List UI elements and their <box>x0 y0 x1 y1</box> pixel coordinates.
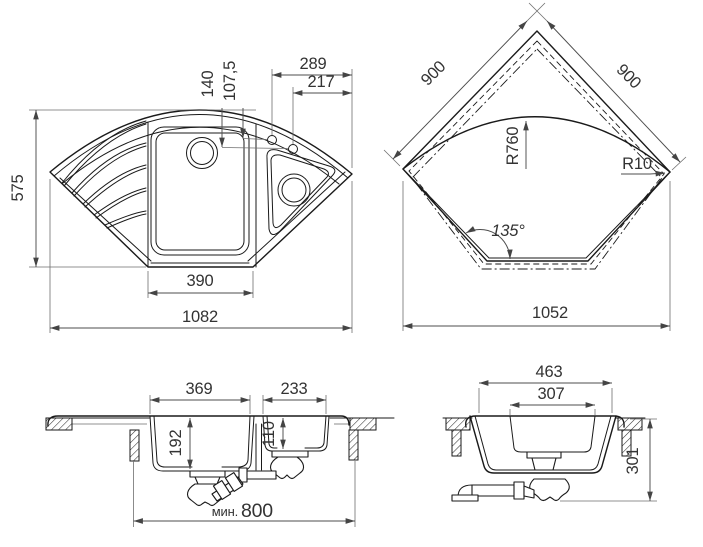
dim-r760-label: R760 <box>504 127 522 166</box>
outlet-pipe <box>471 484 519 497</box>
cabinet-right-hatch <box>348 429 359 461</box>
dim-main-bowl-depth: 192 <box>167 418 193 469</box>
dim-1052-label: 1052 <box>532 304 568 322</box>
inner-bowl <box>509 415 596 453</box>
main-bowl <box>150 126 250 256</box>
drain-flange-2 <box>526 451 562 459</box>
dim-307-label: 307 <box>538 385 565 403</box>
dim-hole-offset-140: 140 <box>199 71 289 149</box>
worktop-left <box>45 417 151 462</box>
dim-390-label: 390 <box>187 272 214 290</box>
sink-section-2 <box>465 415 625 474</box>
dim-800-label: 800 <box>241 500 273 522</box>
dim-140-label: 140 <box>199 71 217 98</box>
worktop-left-2 <box>442 417 473 457</box>
worktop-right-hatch-2 <box>617 417 643 431</box>
dim-front-width: 1052 <box>402 181 671 331</box>
sink-section <box>47 415 350 472</box>
dim-192-label: 192 <box>167 430 185 457</box>
dim-369-label: 369 <box>186 380 213 398</box>
dim-overall-depth: 575 <box>9 109 256 268</box>
corner-bowl <box>266 149 336 235</box>
tap-hole-1 <box>267 135 277 145</box>
dim-1082-label: 1082 <box>182 308 218 326</box>
main-drain-flange <box>189 470 226 478</box>
sink-outline <box>49 109 353 268</box>
dim-463-label: 463 <box>536 363 563 381</box>
side-section-view: 463 307 301 <box>442 363 657 502</box>
dim-233-label: 233 <box>281 380 308 398</box>
dim-217-label: 217 <box>308 73 335 91</box>
dim-inner-bowl-width: 307 <box>509 385 596 415</box>
dim-107_5-label: 107,5 <box>221 61 239 101</box>
dim-301-label: 301 <box>624 448 642 475</box>
dim-angle-135: 135° <box>465 222 525 260</box>
front-section-view: 369 233 192 110 мин. 800 <box>45 380 395 527</box>
worktop-right-hatch <box>349 417 377 431</box>
dim-289-label: 289 <box>300 55 327 73</box>
dim-hole1-to-edge: 289 <box>271 55 353 168</box>
dim-side-right-900: 900 <box>528 2 687 171</box>
dim-corner-radius: R10 <box>621 155 666 177</box>
dim-135-label: 135° <box>491 222 525 240</box>
dim-hole-offset-107_5: 107,5 <box>221 61 268 140</box>
plumbing <box>186 450 309 507</box>
dim-hole2-to-edge: 217 <box>292 73 352 144</box>
trap-2 <box>529 478 570 502</box>
dim-small-bowl-width: 233 <box>262 380 327 414</box>
small-trap <box>269 456 305 480</box>
overflow-pipe <box>255 423 262 471</box>
cabinet-left-hatch-2 <box>451 429 462 457</box>
dim-110-label: 110 <box>260 421 278 447</box>
dim-total-depth: 301 <box>560 418 657 502</box>
dim-r10-label: R10 <box>622 155 652 173</box>
dim-overall-width: 1082 <box>49 179 353 333</box>
cabinet-right-hatch-2 <box>621 429 632 457</box>
dim-bowl-base-width: 390 <box>147 271 254 298</box>
dim-front-radius: R760 <box>504 121 529 169</box>
dim-900-right-label: 900 <box>613 61 645 93</box>
small-drain-flange <box>271 450 309 458</box>
plumbing-2 <box>451 451 570 502</box>
waste-pipe-horizontal <box>245 470 277 480</box>
dim-575-label: 575 <box>9 175 27 202</box>
dim-main-bowl-width: 369 <box>149 380 251 414</box>
corner-view: 900 900 R760 R10 135° 1052 <box>383 2 687 331</box>
dim-outer-width: 463 <box>478 363 613 413</box>
corner-bowl-drain <box>277 173 311 207</box>
dim-min-cabinet: мин. 800 <box>133 460 356 527</box>
drainer-grooves <box>61 120 147 229</box>
dim-small-bowl-depth: 110 <box>260 418 286 449</box>
cabinet-left-hatch <box>129 429 140 462</box>
plan-view: 575 1082 390 289 217 140 <box>9 55 353 333</box>
worktop-right <box>329 417 395 461</box>
main-bowl-drain <box>186 137 218 169</box>
worktop-left-hatch <box>45 417 73 431</box>
outlet-flange <box>451 494 479 502</box>
dim-min-label: мин. <box>212 504 238 519</box>
tap-hole-2 <box>288 144 298 154</box>
dim-900-left-label: 900 <box>418 58 450 90</box>
